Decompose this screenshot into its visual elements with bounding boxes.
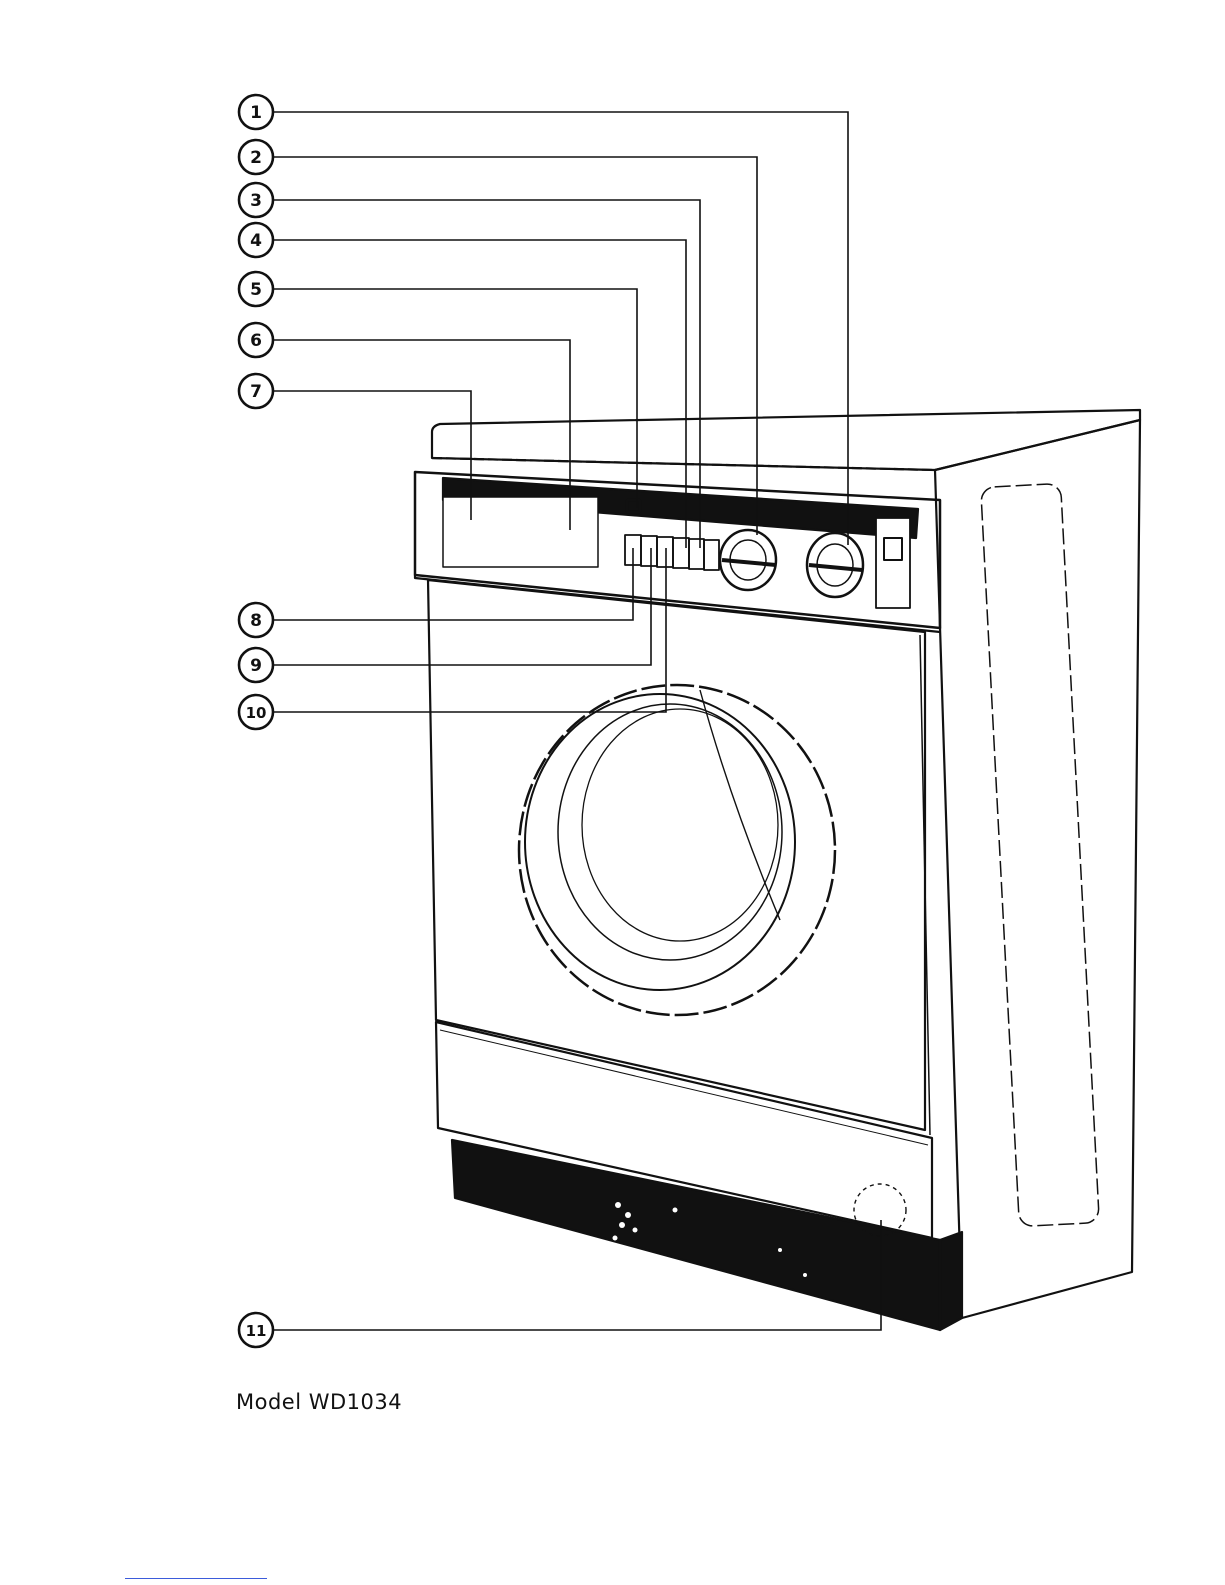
callout-label: 1 bbox=[250, 103, 262, 123]
callout-label: 11 bbox=[246, 1322, 267, 1340]
callout-8: 8 bbox=[239, 603, 273, 637]
model-caption: Model WD1034 bbox=[236, 1390, 402, 1414]
callout-label: 7 bbox=[250, 382, 262, 402]
callout-label: 6 bbox=[250, 331, 262, 351]
callout-9: 9 bbox=[239, 648, 273, 682]
callout-label: 3 bbox=[250, 191, 262, 211]
callout-label: 5 bbox=[250, 280, 262, 300]
callout-leader-lines bbox=[272, 112, 881, 1330]
bottom-link-rule bbox=[125, 1578, 267, 1579]
callout-label: 2 bbox=[250, 148, 262, 168]
callout-6: 6 bbox=[239, 323, 273, 357]
callout-10: 10 bbox=[239, 695, 273, 729]
callout-label: 4 bbox=[250, 231, 262, 251]
callout-3: 3 bbox=[239, 183, 273, 217]
callout-markers: 1 2 3 4 5 6 7 8 9 10 11 bbox=[239, 95, 273, 1347]
callout-1: 1 bbox=[239, 95, 273, 129]
callout-2: 2 bbox=[239, 140, 273, 174]
callout-label: 8 bbox=[250, 611, 262, 631]
callout-7: 7 bbox=[239, 374, 273, 408]
callout-label: 10 bbox=[246, 704, 267, 722]
callout-4: 4 bbox=[239, 223, 273, 257]
callout-11: 11 bbox=[239, 1313, 273, 1347]
washer-illustration bbox=[415, 410, 1140, 1330]
callout-label: 9 bbox=[250, 656, 262, 676]
callout-5: 5 bbox=[239, 272, 273, 306]
